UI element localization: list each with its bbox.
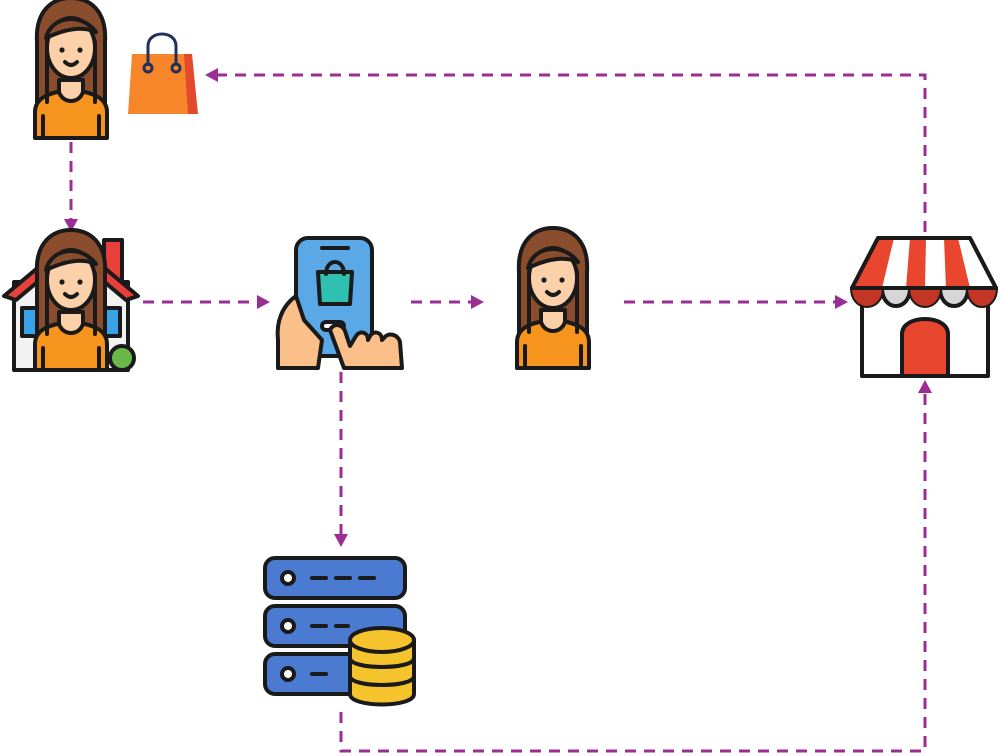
arrowhead-phone [257,295,270,309]
arrowhead-customer [471,295,484,309]
coins-icon [348,626,416,707]
connectors [64,68,932,753]
arrowhead-store-left [835,295,848,309]
arrowhead-store-bottom [918,380,932,393]
shopping-bag-icon [128,32,198,114]
woman-icon [33,228,109,372]
server-database-icon [263,556,416,707]
edge-store-to-customer-with-purchase [215,73,927,232]
arrowhead-customer-with-purchase [205,68,218,82]
arrowhead-database [334,534,348,547]
smartphone-shopping-icon [275,236,404,370]
node-store [850,236,998,378]
edge-database-to-store [339,392,927,753]
node-mobile-shopping-app [275,236,404,370]
node-customer [515,226,591,370]
node-database-server [263,556,416,707]
arrowhead-home [64,219,78,232]
node-customer-at-home [2,228,140,372]
woman-icon [33,0,109,140]
storefront-icon [850,236,998,378]
node-customer-with-purchase [33,0,198,140]
woman-icon [515,226,591,370]
